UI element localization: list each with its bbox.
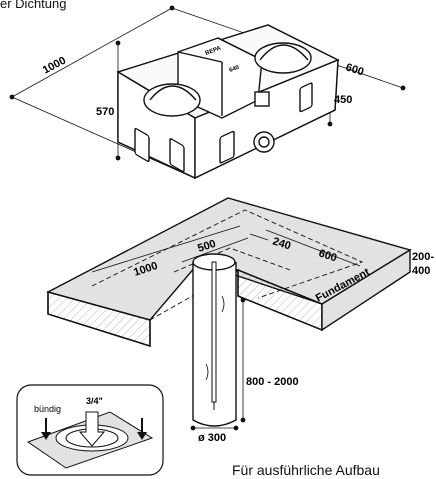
inset-flush-label: bündig xyxy=(34,404,61,414)
dim-unit-depth: 600 xyxy=(344,61,365,78)
dim-unit-height-body: 570 xyxy=(96,106,114,118)
inset-thread-label: 3/4" xyxy=(86,396,103,406)
dim-unit-height-side: 450 xyxy=(334,94,352,106)
inset-detail xyxy=(16,384,164,476)
unit-model-label: 640 xyxy=(229,65,241,74)
bottom-caption: Für ausführliche Aufbau xyxy=(232,462,380,478)
unit-drawing xyxy=(9,5,406,180)
dim-foundation-offset: 240 xyxy=(271,235,292,252)
dim-foundation-inner: 500 xyxy=(196,238,217,255)
dim-pipe-depth: 800 - 2000 xyxy=(246,376,299,388)
top-caption: er Dichtung xyxy=(0,0,67,11)
dim-pipe-diameter: ø 300 xyxy=(198,432,226,444)
dim-foundation-thickness-bottom: 400 xyxy=(412,265,430,277)
dim-foundation-thickness-top: 200- xyxy=(412,251,434,263)
unit-brand-label: BEPA xyxy=(205,45,223,56)
foundation-drawing xyxy=(46,197,412,431)
dim-foundation-depth: 600 xyxy=(317,247,338,264)
